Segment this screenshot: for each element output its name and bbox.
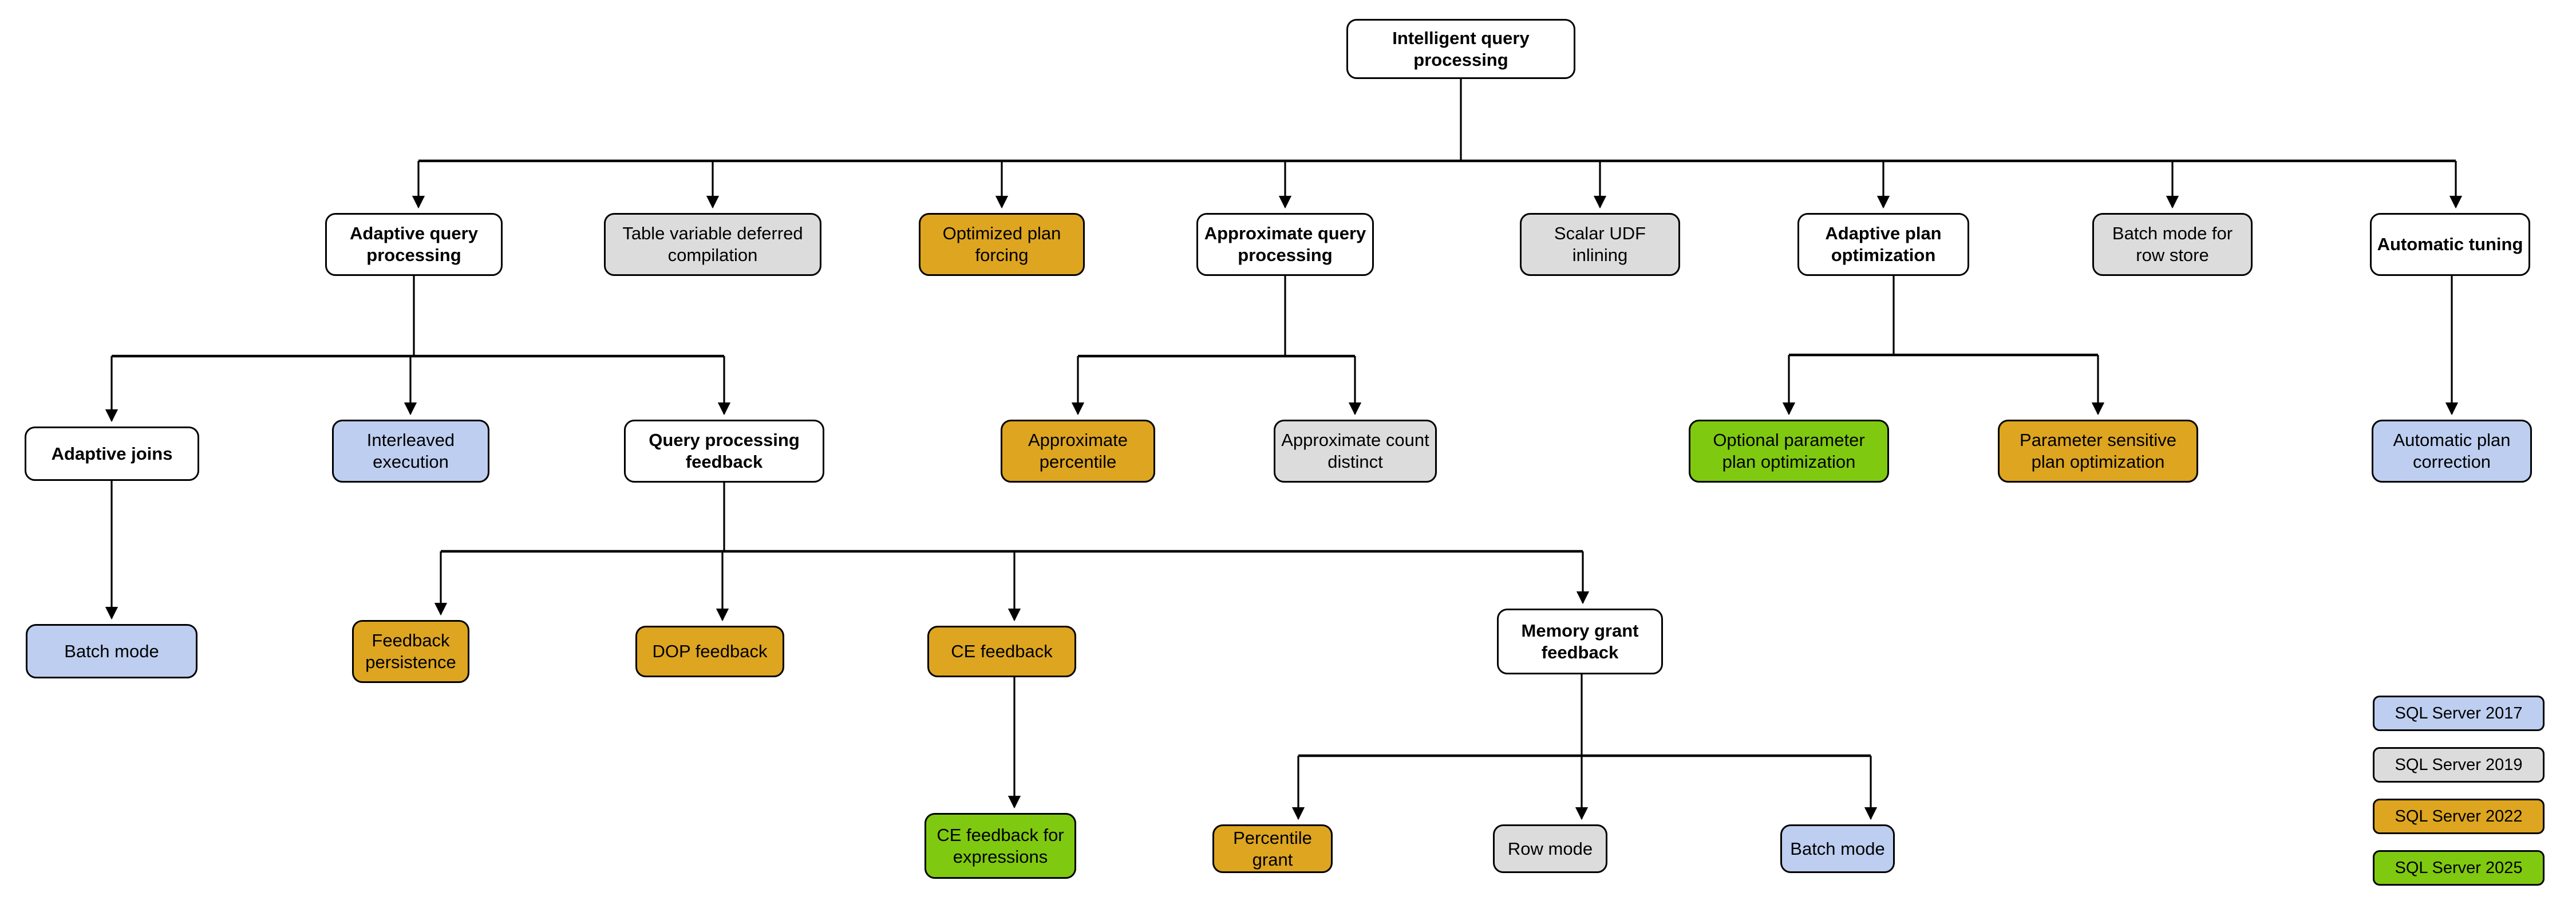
node-dopfb[interactable]: DOP feedback — [635, 626, 784, 677]
node-rmode[interactable]: Row mode — [1493, 824, 1607, 873]
node-apc[interactable]: Automatic plan correction — [2372, 420, 2532, 483]
node-apo[interactable]: Adaptive plan optimization — [1797, 213, 1969, 276]
node-label: Interleaved execution — [366, 430, 455, 472]
legend-item-sql-server-2017: SQL Server 2017 — [2373, 696, 2545, 731]
node-label: Approximate count distinct — [1281, 430, 1429, 472]
legend-item-sql-server-2019: SQL Server 2019 — [2373, 747, 2545, 783]
node-label: Batch mode — [64, 641, 159, 661]
node-ajoins[interactable]: Adaptive joins — [25, 427, 199, 481]
node-label: Automatic tuning — [2377, 234, 2523, 255]
node-bmode2[interactable]: Batch mode — [1780, 824, 1895, 873]
node-label: Batch mode for row store — [2112, 223, 2233, 265]
node-label: Adaptive plan optimization — [1825, 223, 1942, 265]
node-autot[interactable]: Automatic tuning — [2370, 213, 2530, 276]
node-ilexec[interactable]: Interleaved execution — [332, 420, 489, 483]
node-pspo[interactable]: Parameter sensitive plan optimization — [1998, 420, 2198, 483]
node-label: CE feedback for expressions — [937, 824, 1064, 867]
legend-item-label: SQL Server 2025 — [2395, 858, 2523, 877]
node-label: Parameter sensitive plan optimization — [2020, 430, 2176, 472]
node-label: Approximate percentile — [1028, 430, 1128, 472]
node-label: Approximate query processing — [1204, 223, 1366, 265]
node-label: Intelligent query processing — [1392, 27, 1530, 70]
node-label: Feedback persistence — [365, 630, 456, 672]
node-apct[interactable]: Approximate percentile — [1001, 420, 1155, 483]
node-tvdc[interactable]: Table variable deferred compilation — [604, 213, 821, 276]
node-label: Automatic plan correction — [2393, 430, 2511, 472]
node-approx[interactable]: Approximate query processing — [1196, 213, 1374, 276]
legend-item-label: SQL Server 2017 — [2395, 704, 2523, 722]
node-fpers[interactable]: Feedback persistence — [352, 620, 469, 683]
node-root[interactable]: Intelligent query processing — [1346, 19, 1575, 79]
node-label: CE feedback — [951, 641, 1053, 662]
node-label: Memory grant feedback — [1521, 620, 1639, 662]
node-aqp[interactable]: Adaptive query processing — [325, 213, 503, 276]
legend-item-sql-server-2022: SQL Server 2022 — [2373, 799, 2545, 834]
node-opf[interactable]: Optimized plan forcing — [919, 213, 1085, 276]
node-label: Table variable deferred compilation — [622, 223, 803, 265]
legend-item-label: SQL Server 2022 — [2395, 807, 2523, 826]
node-label: Optimized plan forcing — [942, 223, 1061, 265]
node-cefbe[interactable]: CE feedback for expressions — [924, 813, 1076, 879]
node-acd[interactable]: Approximate count distinct — [1274, 420, 1437, 483]
node-label: Batch mode — [1790, 838, 1885, 859]
node-label: DOP feedback — [652, 641, 768, 662]
node-oppo[interactable]: Optional parameter plan optimization — [1689, 420, 1889, 483]
node-bmrs[interactable]: Batch mode for row store — [2092, 213, 2253, 276]
node-pgrant[interactable]: Percentile grant — [1212, 824, 1333, 873]
node-label: Adaptive query processing — [350, 223, 478, 265]
legend-item-label: SQL Server 2019 — [2395, 755, 2523, 774]
node-mgf[interactable]: Memory grant feedback — [1497, 609, 1663, 674]
legend-item-sql-server-2025: SQL Server 2025 — [2373, 850, 2545, 886]
node-label: Percentile grant — [1233, 827, 1312, 870]
node-cefb[interactable]: CE feedback — [927, 626, 1076, 677]
node-qpf[interactable]: Query processing feedback — [624, 420, 824, 483]
node-udf[interactable]: Scalar UDF inlining — [1520, 213, 1680, 276]
node-label: Scalar UDF inlining — [1554, 223, 1646, 265]
node-label: Adaptive joins — [51, 443, 173, 464]
node-bmode1[interactable]: Batch mode — [26, 624, 197, 678]
node-label: Query processing feedback — [649, 430, 800, 472]
node-label: Row mode — [1507, 838, 1593, 859]
node-label: Optional parameter plan optimization — [1713, 430, 1865, 472]
